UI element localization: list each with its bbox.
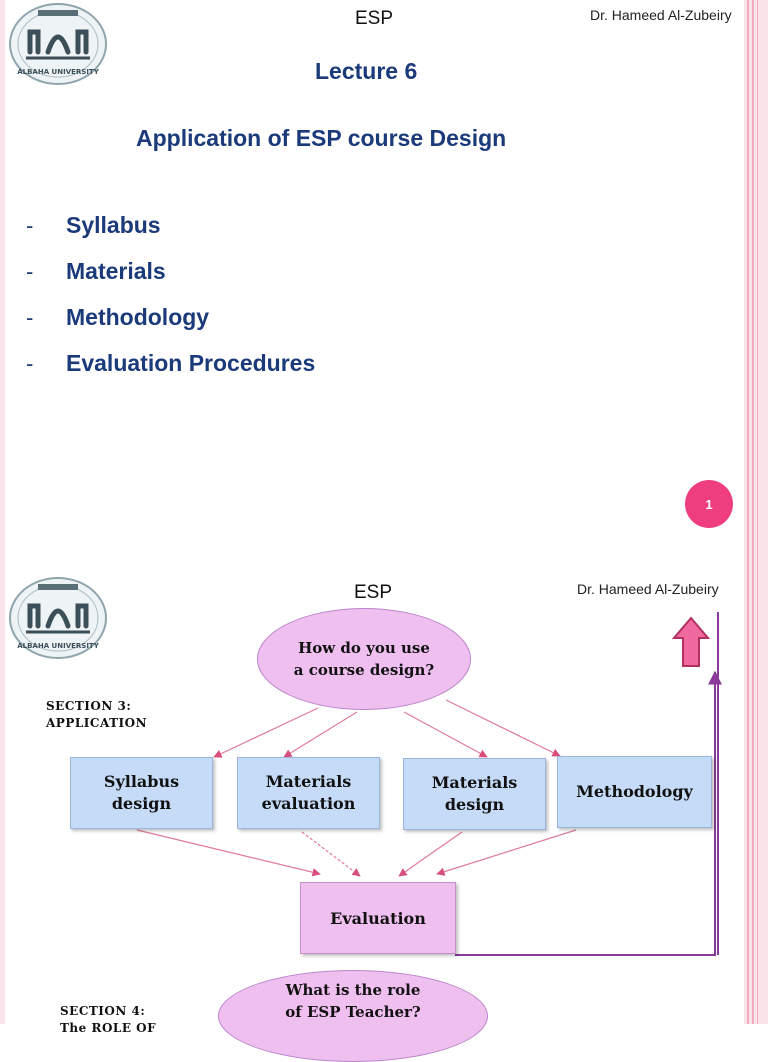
section-3-label: SECTION 3: APPLICATION [46,698,147,732]
evaluation-box: Evaluation [300,882,456,954]
syllabus-design-box: Syllabus design [70,757,213,829]
materials-evaluation-box: Materials evaluation [237,757,380,829]
header-author: Dr. Hameed Al-Zubeiry [577,581,719,597]
bullet-item: - Syllabus [26,212,161,239]
header-title: ESP [354,582,393,603]
up-arrow-icon [672,616,710,667]
section-3-line-1: SECTION 3: [46,699,132,713]
bullet-item: - Methodology [26,304,209,331]
slide-title: Application of ESP course Design [136,125,507,151]
right-edge-line-1 [747,0,749,1024]
section-4-line-2: The ROLE OF [60,1021,157,1035]
connector-methodology-to-eval [436,829,577,876]
bullet-dash: - [26,212,34,238]
svg-text:ALBAHA UNIVERSITY: ALBAHA UNIVERSITY [17,68,100,76]
box-line-2: evaluation [261,794,356,813]
bullet-item: - Evaluation Procedures [26,350,315,377]
section-3-line-2: APPLICATION [46,716,148,730]
question-how-use-course-design: How do you use a course design? [257,608,471,710]
question-role-of-esp-teacher: What is the role of ESP Teacher? [218,970,488,1062]
section-4-label: SECTION 4: The ROLE OF [60,1003,156,1037]
question-line-2: of ESP Teacher? [285,1003,421,1021]
left-edge-decoration [0,0,5,1024]
connector-q-to-methodology [445,699,561,757]
bullet-item: - Materials [26,258,166,285]
bullet-text: Methodology [66,304,210,330]
diagram-connectors [136,612,722,956]
connector-mat-design-to-eval [398,831,463,877]
bullet-dash: - [26,304,34,330]
box-line-1: Syllabus [103,772,180,791]
header-title: ESP [355,8,394,29]
page-number-badge: 1 [685,480,733,528]
box-line-1: Materials [265,772,352,791]
connector-syllabus-to-eval [136,829,321,877]
box-line-1: Materials [431,773,518,792]
bullet-text: Evaluation Procedures [66,350,316,376]
bullet-dash: - [26,350,34,376]
box-line-2: design [111,794,172,813]
connector-q-to-mat-eval [283,711,358,758]
lecture-heading: Lecture 6 [315,58,418,84]
bullet-dash: - [26,258,34,284]
box-line-2: design [444,795,505,814]
question-line-1: What is the role [285,981,421,999]
bullet-text: Materials [66,258,166,284]
question-line-2: a course design? [293,661,435,679]
bullet-text: Syllabus [66,212,161,238]
university-emblem-icon: ALBAHA UNIVERSITY [8,576,108,660]
question-line-1: How do you use [298,639,430,657]
section-4-line-1: SECTION 4: [60,1004,146,1018]
materials-design-box: Materials design [403,758,546,830]
university-emblem-icon: ALBAHA UNIVERSITY [8,2,108,86]
connector-q-to-syllabus [213,707,319,758]
svg-text:ALBAHA UNIVERSITY: ALBAHA UNIVERSITY [17,642,100,650]
box-line-1: Methodology [576,782,693,801]
connector-q-to-mat-design [403,711,488,758]
connector-mat-eval-to-eval [301,831,361,877]
right-edge-line-3 [757,0,758,1024]
header-author: Dr. Hameed Al-Zubeiry [590,7,732,23]
right-edge-line-2 [752,0,754,1024]
feedback-loop-line [455,670,722,956]
methodology-box: Methodology [557,756,712,828]
